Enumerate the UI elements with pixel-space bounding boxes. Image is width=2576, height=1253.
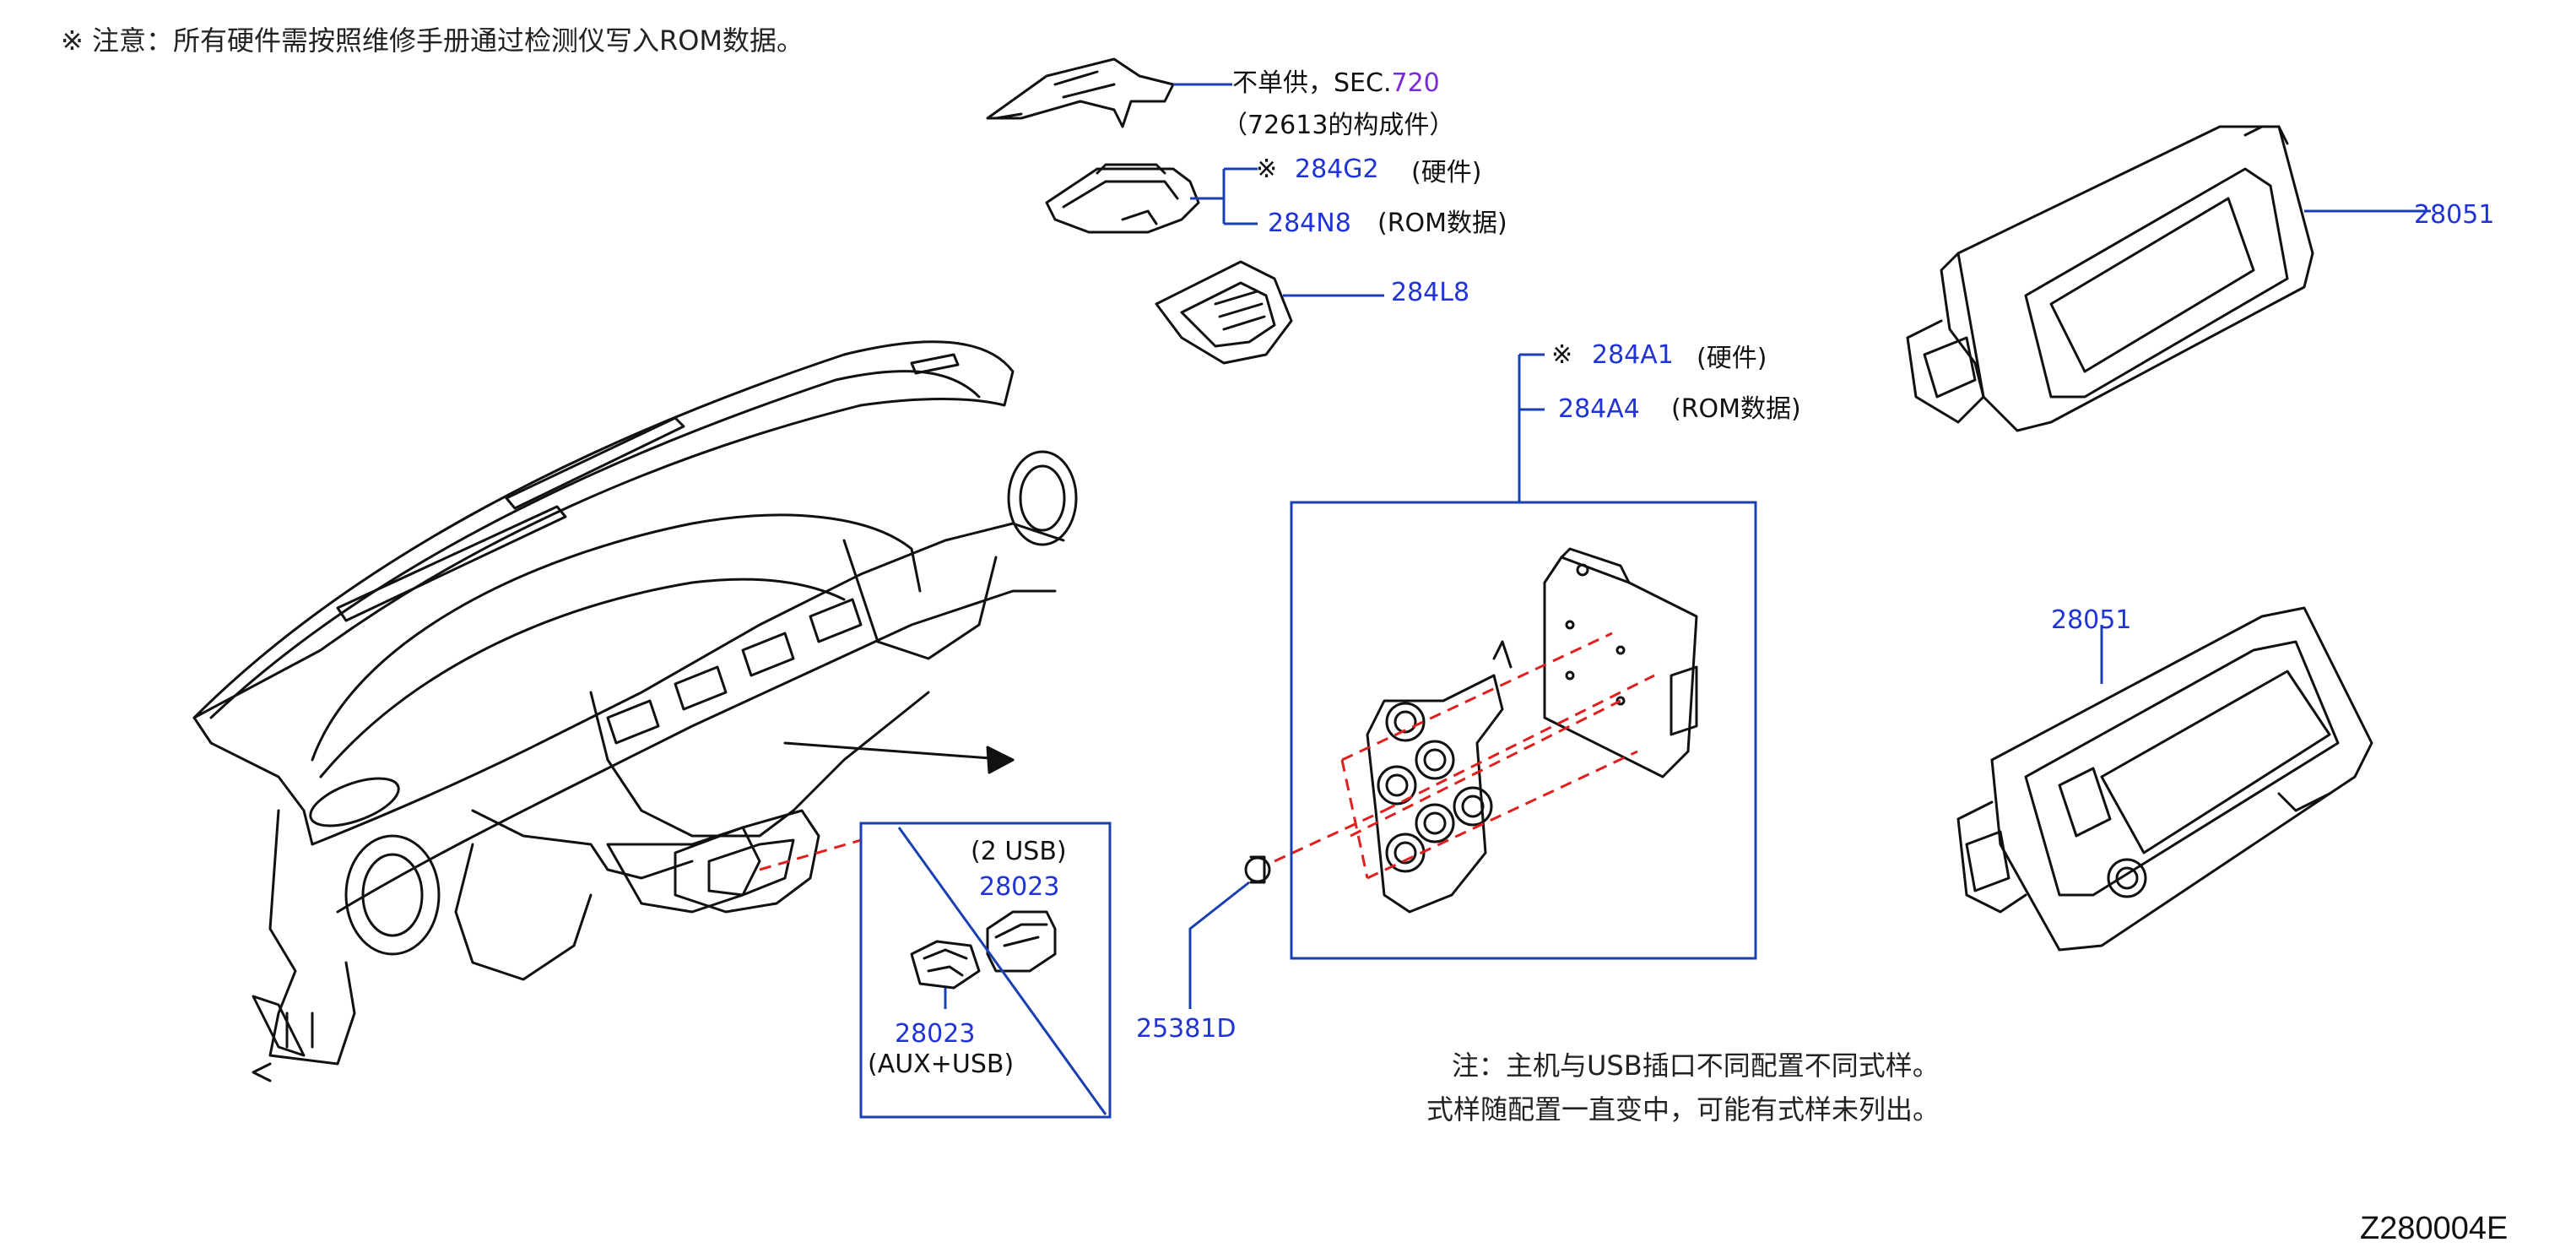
diagram-code: Z280004E <box>2360 1211 2508 1246</box>
header-note: ※ 注意：所有硬件需按照维修手册通过检测仪写入ROM数据。 <box>61 24 804 57</box>
desc-284G2: (硬件) <box>1411 158 1482 187</box>
usb-inset-frame <box>859 822 1112 1119</box>
dash-top-inner <box>209 370 981 719</box>
defrost-vent-3 <box>910 353 960 375</box>
part-284L8-drawing <box>1155 260 1293 365</box>
desc-284A1: (硬件) <box>1697 344 1767 373</box>
usb-bezel-inner <box>707 838 795 897</box>
ecu-module-drawing <box>1244 547 1698 914</box>
callout-284A1[interactable]: 284A1 <box>1592 340 1674 370</box>
desc-284A4: (ROM数据) <box>1671 394 1801 424</box>
center-stack-frame <box>842 539 998 660</box>
left-round-vent-inner <box>361 853 424 937</box>
instrument-panel-drawing <box>192 340 1078 1082</box>
ecu-bracket <box>1366 674 1504 914</box>
callout-28023-2usb[interactable]: 28023 <box>979 872 1060 902</box>
left-bracket-detail <box>252 1012 314 1082</box>
arrow-head <box>986 746 1015 774</box>
left-vent <box>309 777 400 827</box>
head-unit-lower-drawing <box>1956 606 2373 952</box>
right-vent <box>1007 450 1078 546</box>
ecu-inset-frame <box>1290 501 1757 960</box>
defrost-vent-2 <box>505 416 685 510</box>
lower-console <box>606 826 761 914</box>
desc-284N8: (ROM数据) <box>1377 209 1507 238</box>
callout-284L8[interactable]: 284L8 <box>1391 278 1470 307</box>
callout-28051-lower[interactable]: 28051 <box>2051 605 2132 635</box>
mark-284G2: ※ <box>1256 155 1278 184</box>
desc-28023-2usb: (2 USB) <box>971 837 1067 866</box>
leader-25381D <box>1188 881 1250 1009</box>
left-round-vent <box>344 834 441 956</box>
dash-left-end <box>192 716 314 846</box>
usb-aux-drawing <box>910 940 981 990</box>
usb-2-drawing <box>986 910 1057 973</box>
callout-284G2[interactable]: 284G2 <box>1295 155 1379 184</box>
callout-28023-aux[interactable]: 28023 <box>895 1019 976 1049</box>
hood-upper <box>311 513 922 762</box>
screw-25381D <box>1244 856 1271 883</box>
leader-284G2-group <box>1190 167 1258 225</box>
leader-284A-group <box>1518 353 1545 502</box>
usb-bezel <box>674 809 820 914</box>
callout-28051-upper[interactable]: 28051 <box>2414 200 2495 230</box>
left-bracket <box>268 809 356 1066</box>
callout-25381D[interactable]: 25381D <box>1136 1014 1237 1044</box>
desc-28023-aux: (AUX+USB) <box>868 1050 1015 1079</box>
cross-beam-lower <box>336 589 1057 914</box>
sec720-bracket-drawing <box>986 57 1175 128</box>
callout-leaders <box>859 83 2431 1119</box>
steering-support <box>454 843 593 981</box>
sec-number[interactable]: 720 <box>1391 68 1440 98</box>
left-end-cap <box>252 995 306 1057</box>
defrost-vent-1 <box>336 505 567 622</box>
sec-label-text: 不单供，SEC. <box>1232 68 1392 98</box>
head-unit-upper-drawing <box>1906 125 2314 432</box>
arrow-line <box>783 741 1015 762</box>
hood-lower <box>319 578 846 778</box>
assembly-dash-lines <box>759 632 1655 880</box>
bottom-note-line2: 式样随配置一直变中，可能有式样未列出。 <box>1426 1093 1940 1126</box>
right-vent-inner <box>1019 464 1066 532</box>
dash-top-outline <box>192 340 1015 719</box>
mark-284A1: ※ <box>1551 340 1573 370</box>
cross-beam <box>311 522 1065 846</box>
sec-sub: （72613的构成件） <box>1222 111 1455 140</box>
callout-284N8[interactable]: 284N8 <box>1268 209 1351 238</box>
harness-blocks <box>606 598 863 745</box>
callout-284A4[interactable]: 284A4 <box>1558 394 1640 424</box>
lower-structure <box>471 809 694 880</box>
part-284G2-drawing <box>1045 163 1200 234</box>
center-structure <box>589 691 930 838</box>
bottom-note-line1: 注：主机与USB插口不同配置不同式样。 <box>1452 1050 1940 1082</box>
sec-label: 不单供，SEC.720 <box>1232 71 1440 96</box>
usb-inset-diagonal <box>897 827 1107 1115</box>
